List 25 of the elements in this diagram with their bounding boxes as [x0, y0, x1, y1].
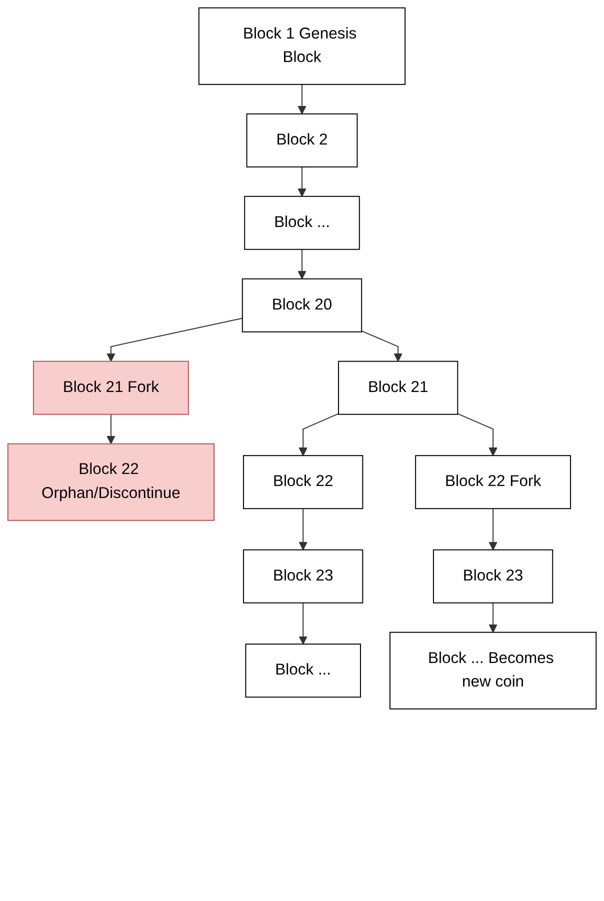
node-box: Block 20: [242, 278, 362, 332]
arrow: [298, 602, 308, 644]
node-box: Block ...: [245, 644, 361, 698]
arrow: [298, 413, 339, 456]
arrow: [298, 84, 306, 114]
arrow: [106, 414, 116, 444]
node-box: Block ... Becomes new coin: [389, 632, 597, 710]
node-box: Block 22 Orphan/Discontinue: [7, 443, 215, 521]
arrow: [488, 508, 498, 550]
node-box: Block 23: [243, 549, 364, 604]
node-box: Block ...: [244, 196, 360, 250]
node-box: Block 2: [246, 113, 358, 168]
arrow: [298, 508, 308, 550]
node-box: Block 22 Fork: [415, 455, 571, 510]
arrow: [361, 330, 402, 362]
arrow: [106, 318, 243, 362]
arrow: [298, 248, 306, 280]
node-box: Block 23: [432, 549, 554, 604]
node-box: Block 1 Genesis Block: [198, 7, 406, 85]
arrow: [488, 602, 498, 633]
node-box: Block 22: [243, 455, 364, 510]
arrow: [298, 166, 306, 197]
arrow: [457, 413, 498, 456]
node-box: Block 21: [338, 360, 458, 415]
node-box: Block 21 Fork: [32, 360, 189, 415]
